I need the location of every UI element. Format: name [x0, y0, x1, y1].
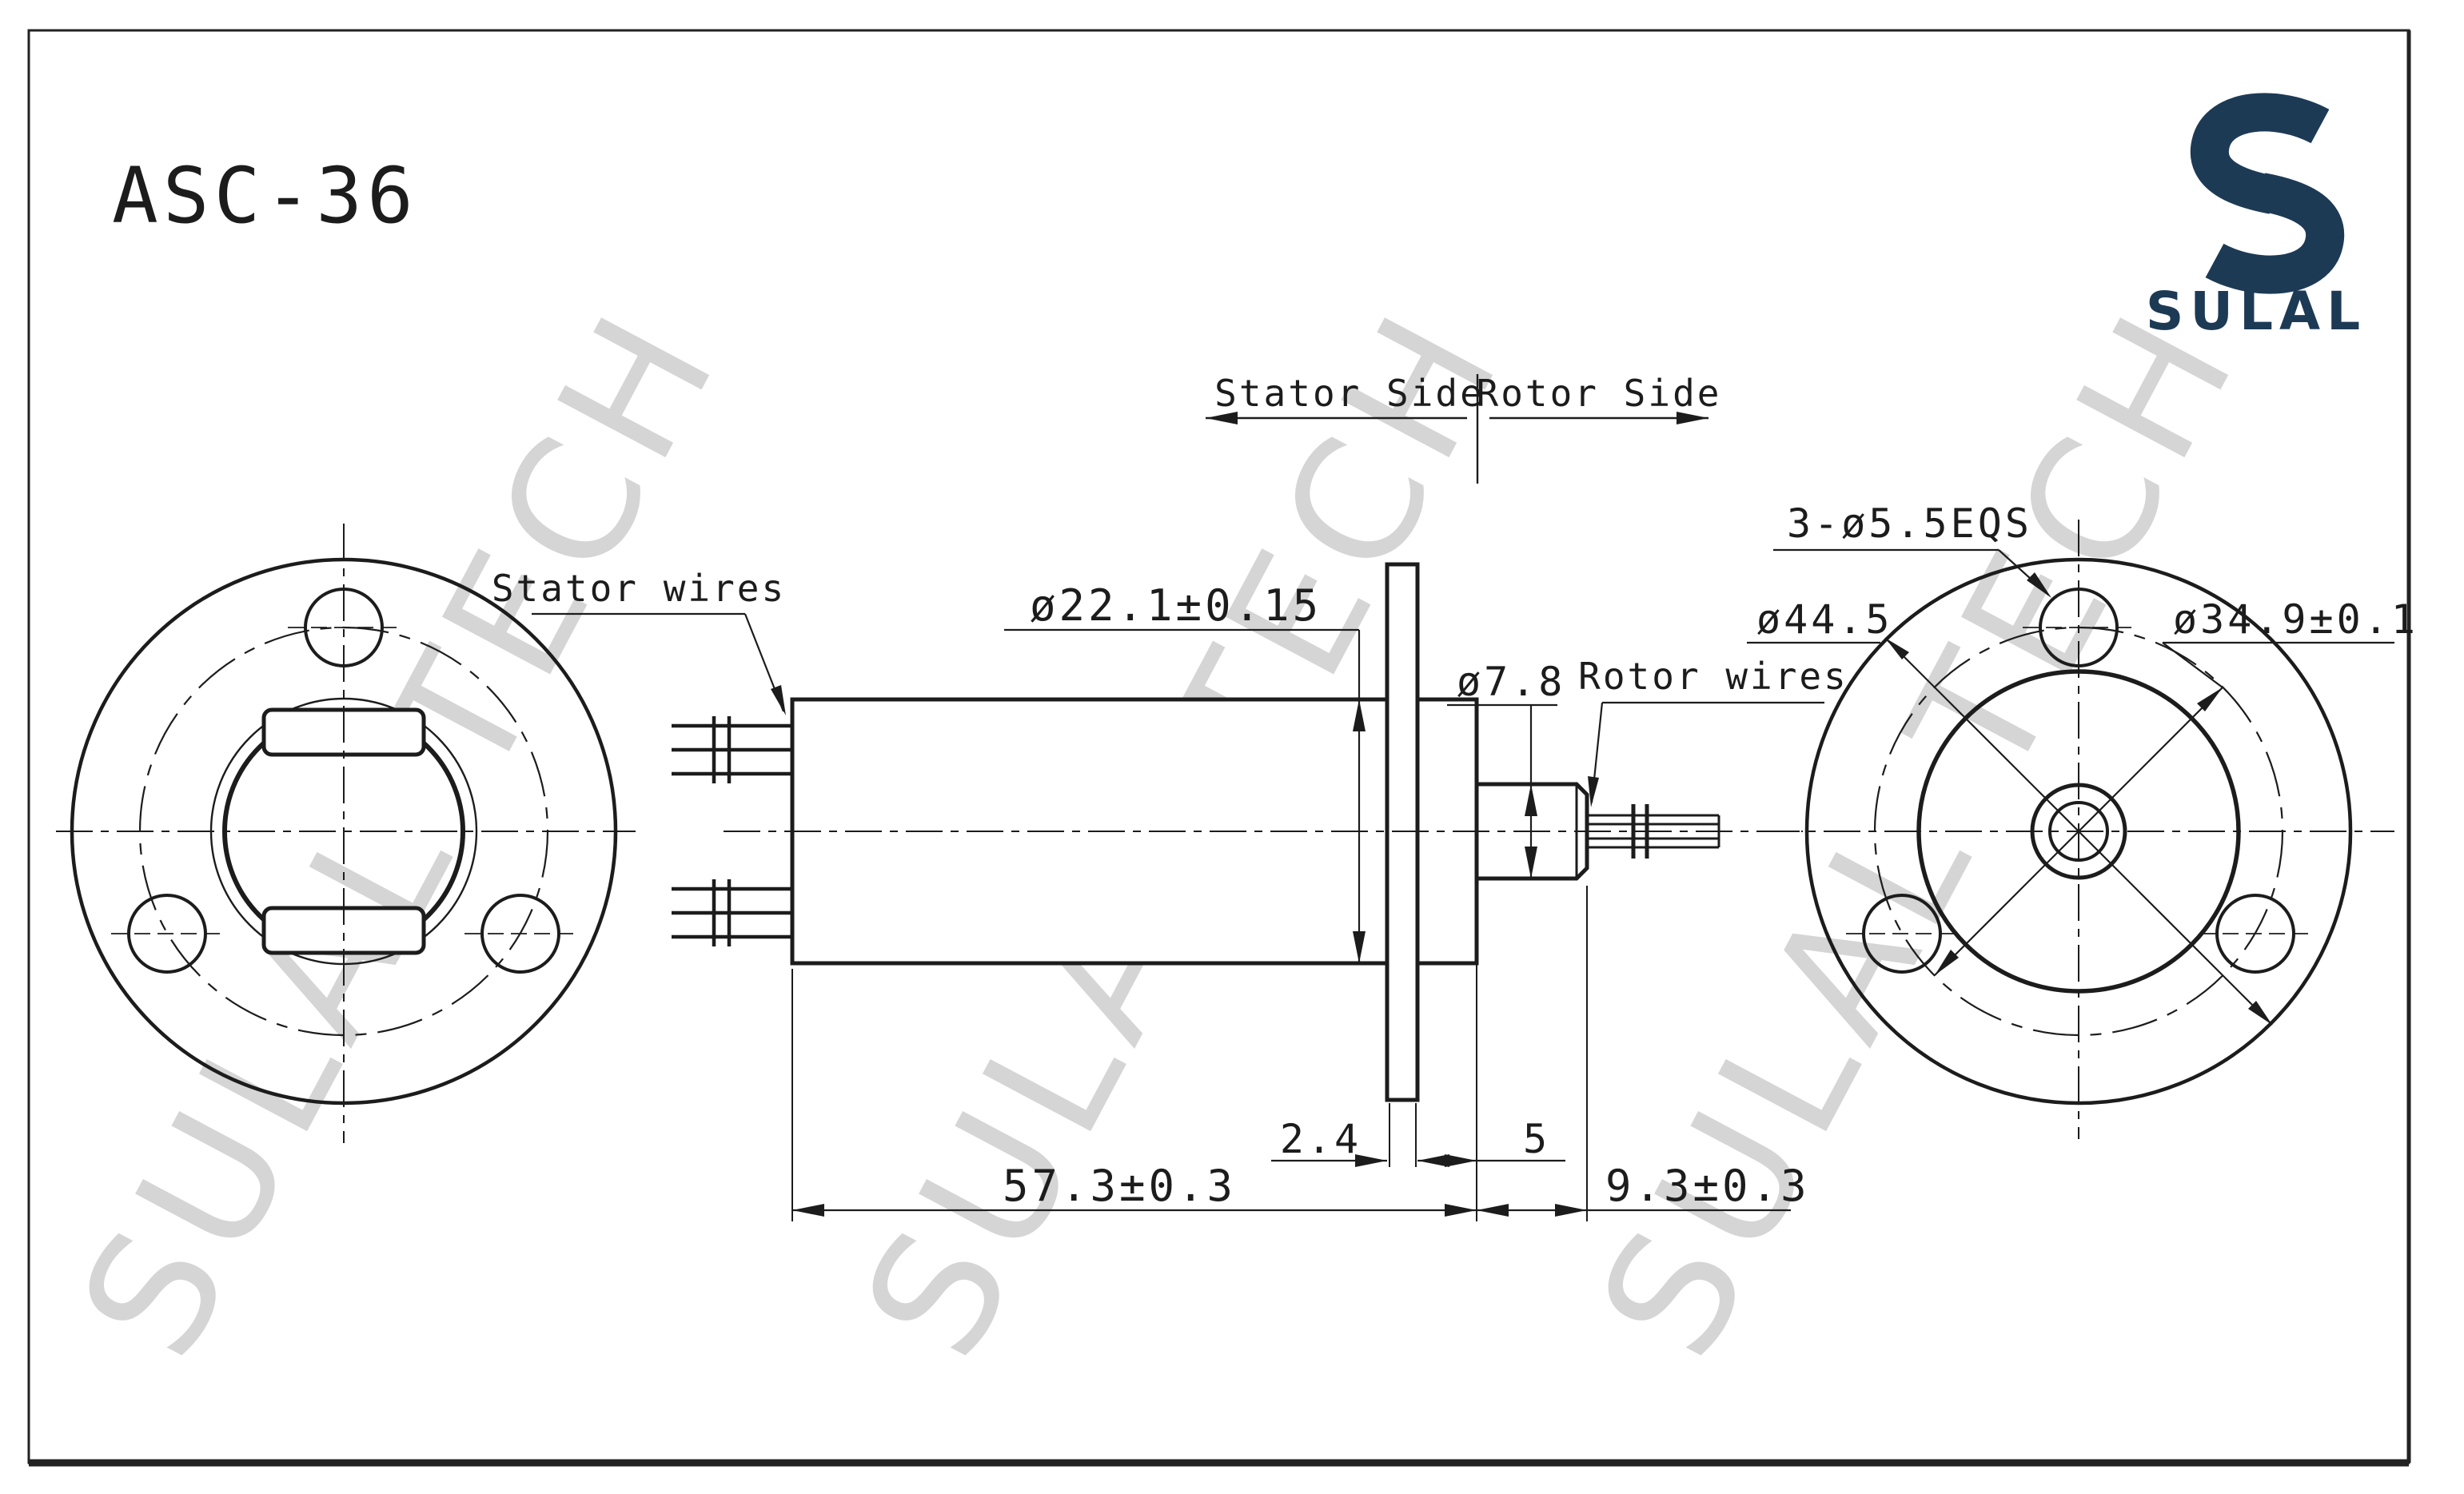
hub-diameter-dim: ø7.8 — [1457, 659, 1565, 705]
stator-length-dim: 57.3±0.3 — [1003, 1161, 1236, 1211]
bolt-circle-dim-chord — [1934, 687, 2223, 976]
drawing-title: ASC-36 — [112, 151, 418, 241]
stator-wires-label: Stator wires — [492, 567, 786, 610]
rotor-side-arrow-icon — [1677, 412, 1708, 424]
stator-wires-drawing — [672, 716, 792, 946]
stator-side-arrow-icon — [1206, 412, 1238, 424]
mount-holes-dim: 3-ø5.5EQS — [1787, 500, 2032, 547]
flange-thickness-dim: 2.4 — [1280, 1116, 1362, 1162]
flange-od-dim: ø44.5 — [1756, 596, 1893, 643]
side-view — [672, 562, 1803, 1102]
rotor-wires-leader-arrow-icon — [1588, 776, 1599, 807]
rotor-side-label: Rotor Side — [1477, 372, 1722, 415]
bolt-circle-dim: ø34.9±0.1 — [2173, 596, 2418, 643]
mount-holes-leader-arrow-icon — [2027, 572, 2051, 598]
boss-length-dim: 5 — [1523, 1116, 1550, 1162]
body-diameter-dim: ø22.1±0.15 — [1030, 580, 1322, 631]
side-orientation-header: Stator Side Rotor Side — [1206, 372, 1722, 484]
extension-lines — [791, 886, 1588, 1221]
rotor-length-dim: 9.3±0.3 — [1605, 1161, 1810, 1211]
sheet-frame — [27, 29, 2411, 1467]
rotor-front-view — [1763, 520, 2394, 1139]
brand-logo: SULAL — [2146, 93, 2366, 342]
stator-front-view — [56, 524, 636, 1143]
stator-wires-leader-arrow-icon — [771, 685, 786, 715]
stator-side-label: Stator Side — [1214, 372, 1485, 415]
rotor-wires-drawing — [1587, 804, 1720, 859]
rotor-wires-label: Rotor wires — [1578, 655, 1848, 698]
logo-s-mark-icon — [2190, 93, 2345, 294]
logo-brand-name: SULAL — [2146, 281, 2366, 342]
annotation-layer: Stator wires Rotor wires ø22.1±0.15 ø7.8 — [492, 500, 2418, 1221]
